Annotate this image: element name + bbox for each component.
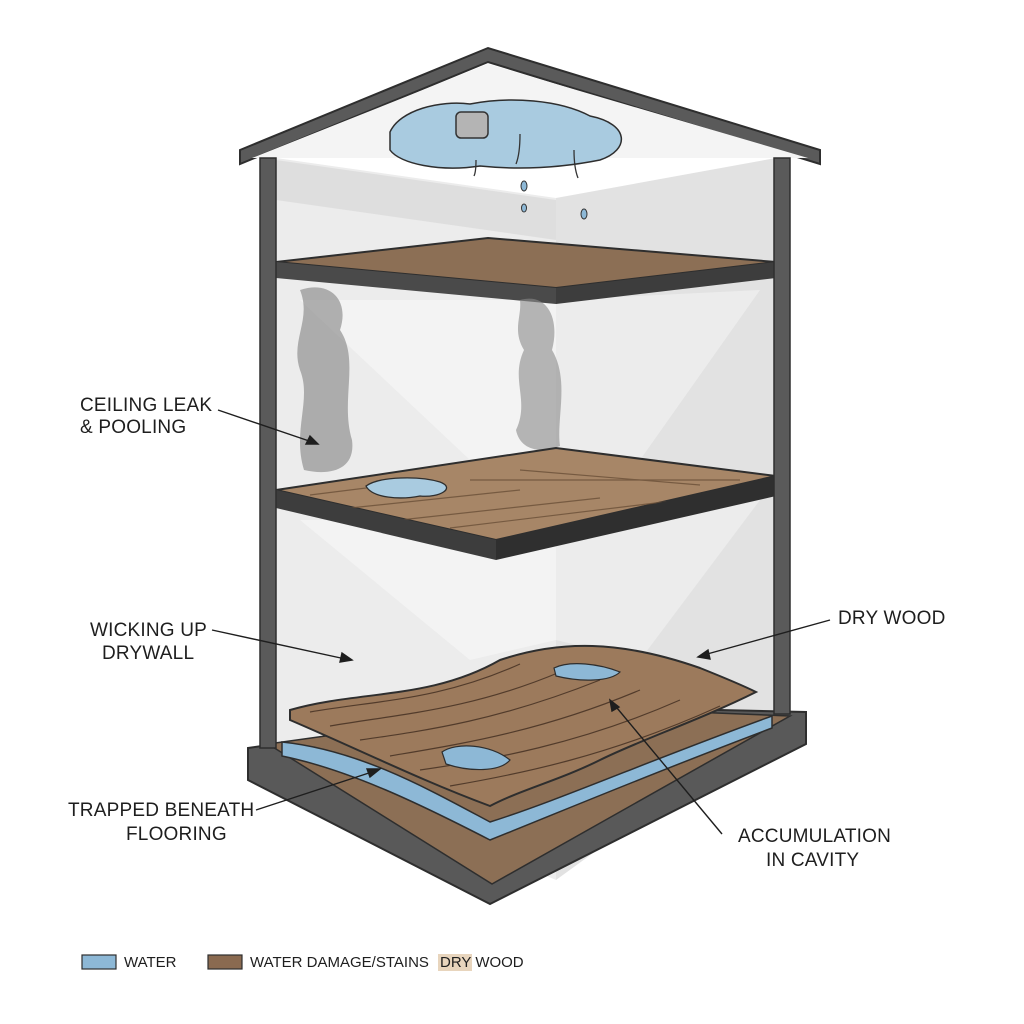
water-drop-icon (580, 208, 588, 220)
water-drop-icon (520, 180, 528, 192)
label-trapped: TRAPPED BENEATH (68, 800, 254, 821)
label-ceiling-leak: CEILING LEAK (80, 395, 212, 416)
legend-dry-wood-swatch (438, 954, 472, 971)
legend-dry-wood-label: DRY WOOD (440, 954, 524, 971)
leader-lines (211, 409, 831, 835)
label-ceiling-leak-2: & POOLING (80, 417, 186, 438)
callout-labels: CEILING LEAK & POOLING WICKING UP DRYWAL… (68, 395, 946, 871)
legend-water-swatch (81, 954, 117, 970)
buckled-floor (289, 644, 759, 808)
label-wicking: WICKING UP (90, 620, 207, 641)
wall-stains (297, 287, 562, 473)
legend-damage-label: WATER DAMAGE/STAINS (250, 954, 429, 971)
ceiling-leak-puddle (389, 99, 622, 220)
label-accumulation: ACCUMULATION (738, 826, 891, 847)
upper-floor-slab (275, 236, 777, 304)
label-dry-wood: DRY WOOD (838, 608, 946, 629)
legend: WATER WATER DAMAGE/STAINS DRY WOOD (81, 954, 524, 971)
legend-water-label: WATER (124, 954, 177, 971)
water-drop-icon (521, 203, 527, 213)
label-trapped-2: FLOORING (126, 824, 227, 845)
label-accumulation-2: IN CAVITY (766, 850, 859, 871)
frame-posts (259, 157, 791, 749)
label-wicking-2: DRYWALL (102, 643, 194, 664)
leaking-pipe-icon (455, 111, 489, 139)
trapped-water-layer (281, 714, 773, 841)
legend-damage-swatch (207, 954, 243, 970)
